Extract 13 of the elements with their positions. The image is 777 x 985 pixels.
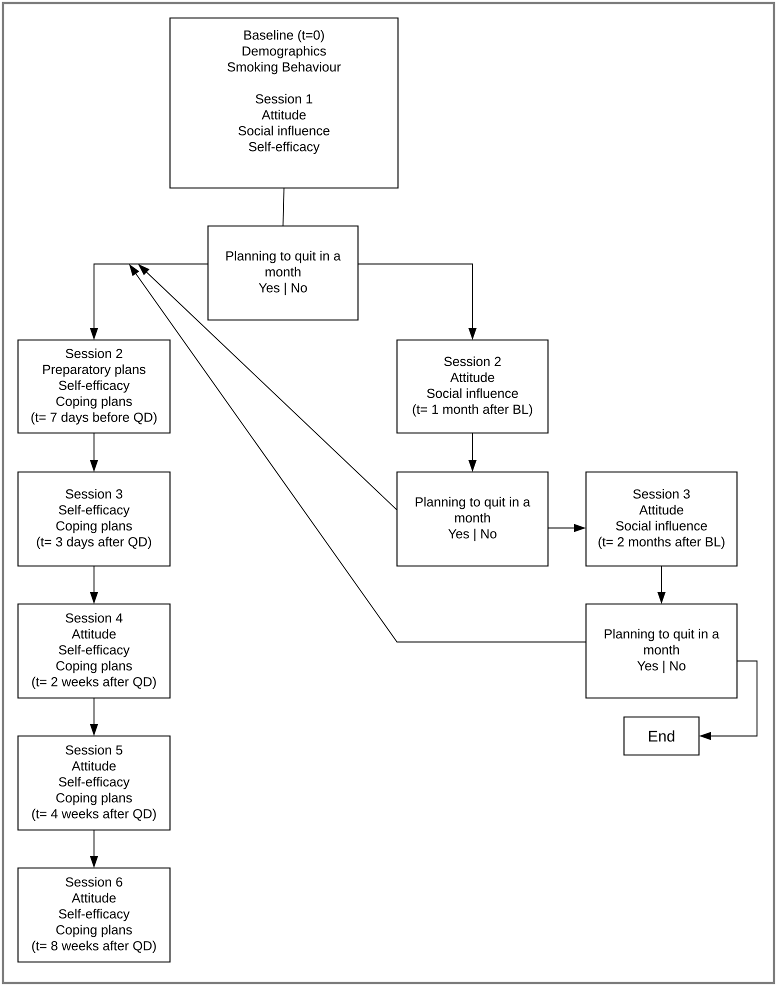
end-box: End — [623, 716, 700, 756]
decision-box: Planning to quit in a month Yes | No — [585, 603, 738, 699]
process-box: Session 5 Attitude Self-efficacy Coping plans (t= 4 weeks after QD) — [17, 735, 171, 831]
process-box: Session 6 Attitude Self-efficacy Coping plans (t= 8 weeks after QD) — [17, 867, 171, 963]
process-box: Session 2 Preparatory plans Self-efficacy Coping plans (t= 7 days before QD) — [17, 339, 171, 434]
process-box: Session 3 Self-efficacy Coping plans (t= 3 days after QD) — [17, 471, 171, 567]
connector-line — [282, 188, 284, 226]
process-box: Baseline (t=0) Demographics Smoking Behaviour Session 1 Attitude Social influence Self-efficacy — [169, 17, 399, 189]
process-box: Session 3 Attitude Social influence (t= 2 months after BL) — [585, 471, 738, 567]
decision-box: Planning to quit in a month Yes | No — [207, 225, 359, 321]
process-box: Session 2 Attitude Social influence (t= 1 month after BL) — [396, 339, 549, 434]
decision-box: Planning to quit in a month Yes | No — [396, 471, 549, 567]
process-box: Session 4 Attitude Self-efficacy Coping plans (t= 2 weeks after QD) — [17, 603, 171, 699]
